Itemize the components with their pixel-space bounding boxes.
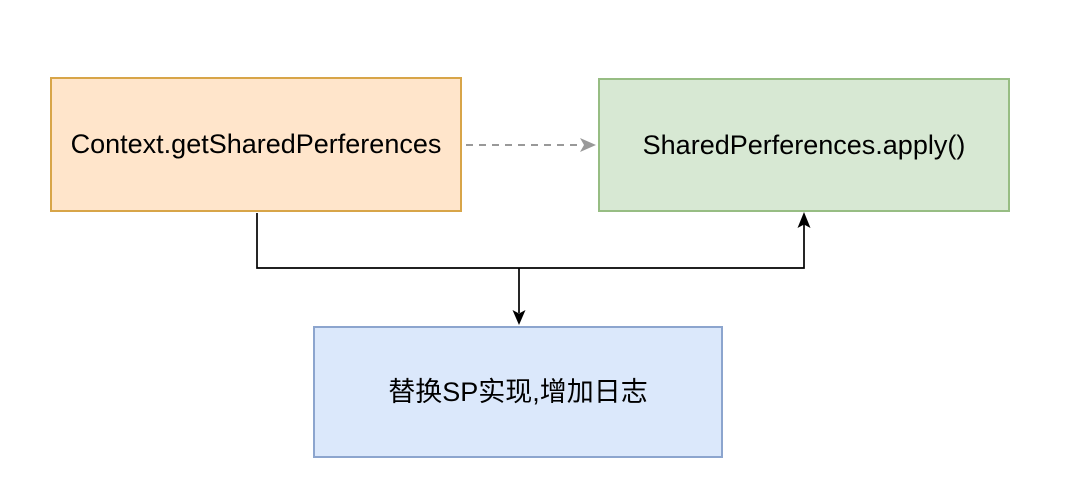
node-context-getsharedperferences: Context.getSharedPerferences [50, 77, 462, 212]
edge-context-to-apply-dashed-arrowhead-icon [580, 138, 596, 152]
edge-context-to-replace-arrowhead-icon [512, 310, 526, 325]
node-replace-sp-impl: 替换SP实现,增加日志 [313, 326, 723, 458]
node-apply-label: SharedPerferences.apply() [642, 129, 966, 160]
node-sharedperferences-apply: SharedPerferences.apply() [598, 78, 1010, 212]
edge-context-trunk [256, 213, 805, 269]
edge-context-to-apply-arrowhead-icon [797, 212, 811, 228]
node-context-label: Context.getSharedPerferences [70, 129, 442, 160]
node-replace-label: 替换SP实现,增加日志 [388, 376, 648, 407]
